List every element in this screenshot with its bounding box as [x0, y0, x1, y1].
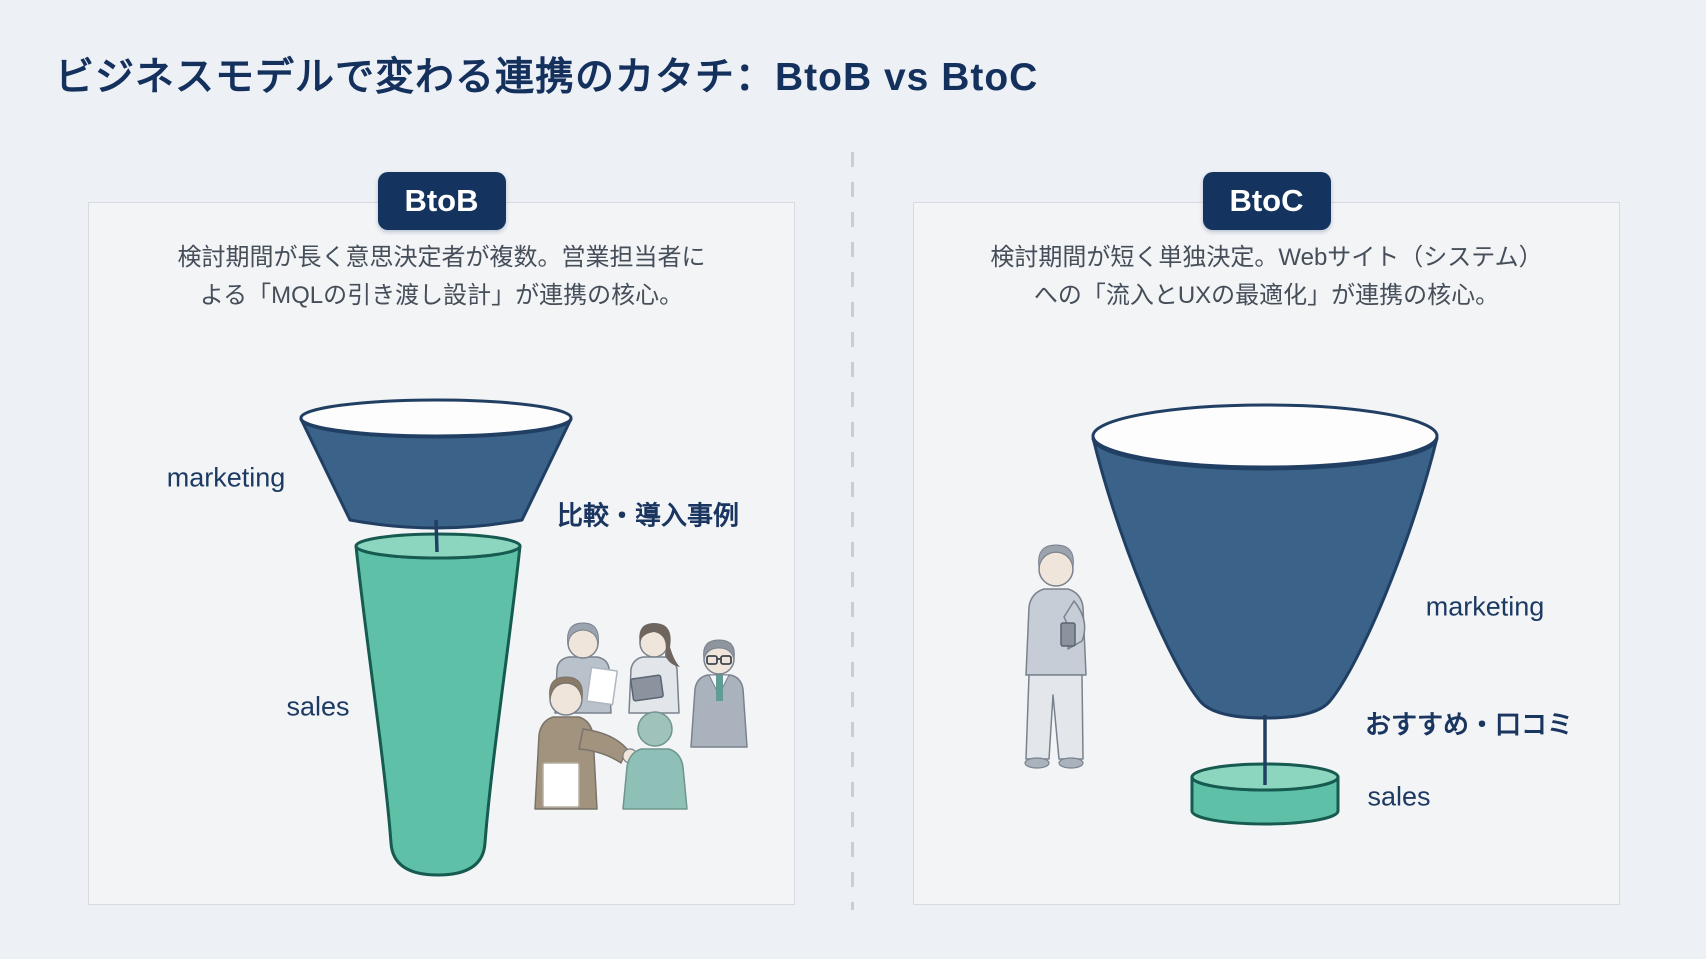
btoc-annotation: おすすめ・口コミ: [1364, 709, 1574, 740]
page-title: ビジネスモデルで変わる連携のカタチ：BtoB vs BtoC: [55, 56, 1039, 99]
btob-panel: BtoB 検討期間が長く意思決定者が複数。営業担当者に よる「MQLの引き渡し設…: [88, 172, 795, 905]
btoc-marketing-funnel-shape: [1091, 403, 1439, 720]
btob-description-line2: よる「MQLの引き渡し設計」が連携の核心。: [199, 282, 684, 309]
btoc-description-line1: 検討期間が短く単独決定。Webサイト（システム）: [990, 244, 1543, 271]
person-from-behind: [622, 711, 688, 810]
person-man-suit: [534, 676, 638, 810]
btob-badge: BtoB: [377, 172, 506, 230]
btob-marketing-funnel-shape: [299, 398, 573, 530]
btob-marketing-label: marketing: [166, 462, 286, 493]
btoc-badge: BtoC: [1202, 172, 1331, 230]
btoc-person-illustration: [1024, 544, 1087, 769]
panel-divider: [851, 152, 854, 910]
person-woman-tablet: [628, 623, 680, 714]
btob-annotation: 比較・導入事例: [556, 500, 740, 531]
btoc-description: 検討期間が短く単独決定。Webサイト（システム） への「流入とUXの最適化」が連…: [914, 239, 1619, 315]
btoc-sales-label: sales: [1367, 781, 1431, 812]
btoc-description-line2: への「流入とUXの最適化」が連携の核心。: [1033, 282, 1500, 309]
btob-funnel-diagram: [299, 398, 748, 877]
person-man-glasses: [690, 639, 748, 748]
btoc-marketing-label: marketing: [1425, 591, 1545, 622]
btob-people-illustration: [534, 622, 748, 810]
btob-sales-label: sales: [286, 691, 350, 722]
btob-sales-column-shape: [354, 532, 522, 877]
btob-description: 検討期間が長く意思決定者が複数。営業担当者に よる「MQLの引き渡し設計」が連携…: [89, 239, 794, 315]
btoc-funnel-diagram: [1024, 403, 1439, 826]
btob-description-line1: 検討期間が長く意思決定者が複数。営業担当者に: [177, 244, 706, 271]
btob-connector-line: [434, 519, 439, 553]
btoc-panel: BtoC 検討期間が短く単独決定。Webサイト（システム） への「流入とUXの最…: [913, 172, 1620, 905]
